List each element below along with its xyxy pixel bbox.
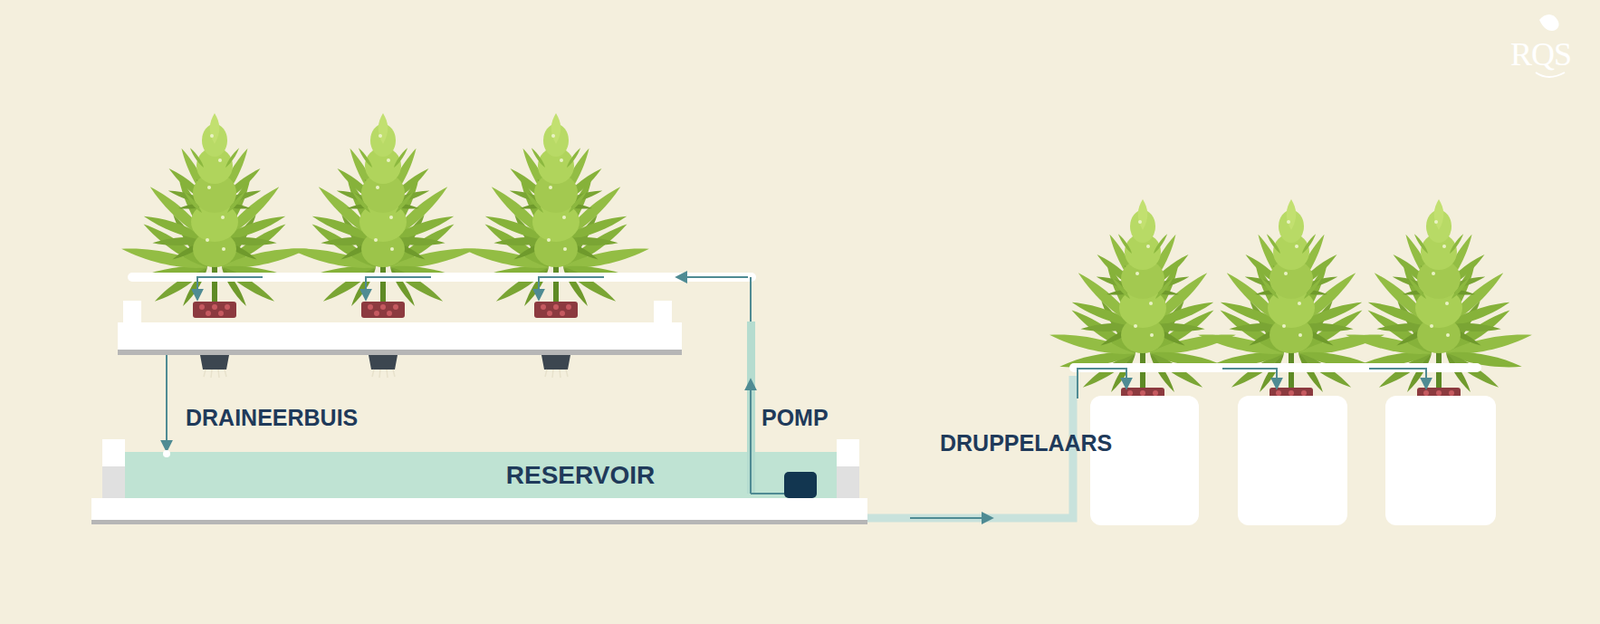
- dripper-label: DRUPPELAARS: [939, 431, 1112, 455]
- reservoir-band: RESERVOIR: [124, 451, 837, 499]
- drain-pipe-label: DRAINEERBUIS: [185, 406, 358, 430]
- pump-label: POMP: [761, 406, 829, 430]
- logo-watermark: RQS: [1510, 38, 1572, 71]
- reservoir-label: RESERVOIR: [506, 462, 655, 489]
